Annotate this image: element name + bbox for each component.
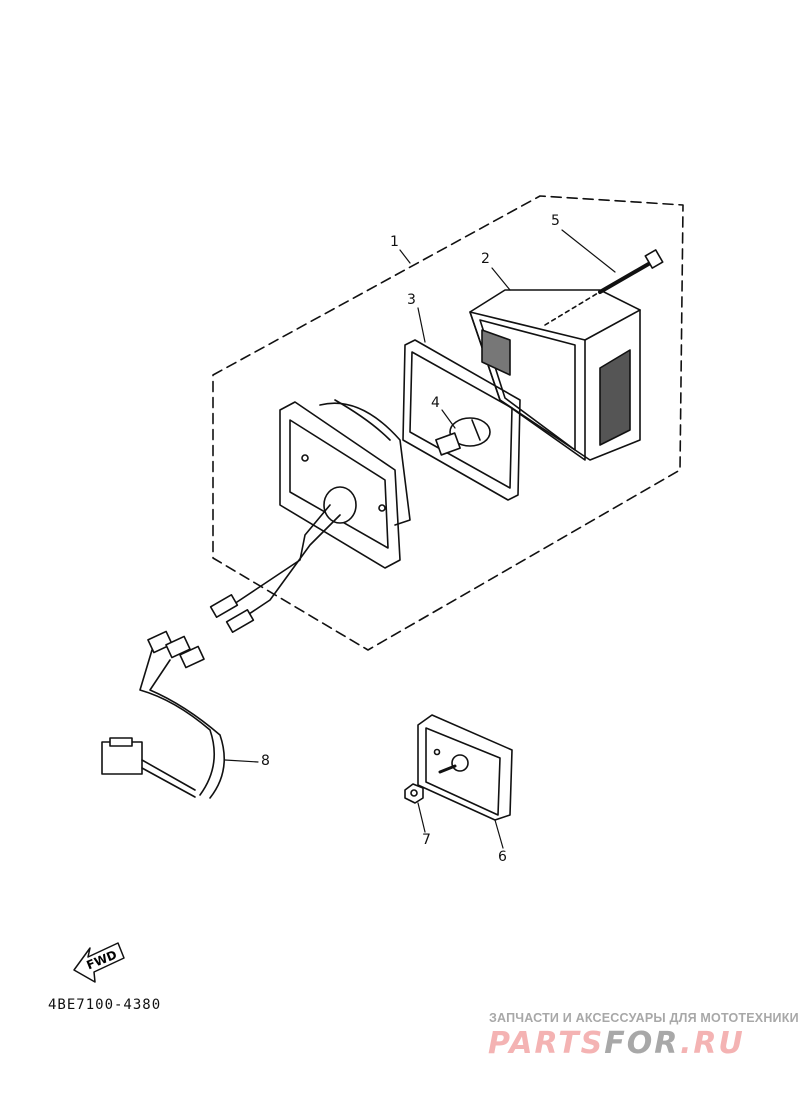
leader-lines [399,229,616,849]
bolt-part-5 [544,249,664,326]
watermark-logo-parts: PARTS [488,1026,605,1061]
callout-4: 4 [431,395,440,411]
callout-5: 5 [551,213,560,229]
callout-6: 6 [498,849,507,865]
nut-part-7 [404,783,424,804]
callout-3: 3 [407,292,416,308]
housing-part-2 [469,289,641,461]
assembly-boundary [212,195,684,651]
part-code: 4BE7100-4380 [48,997,162,1013]
callout-2: 2 [481,251,490,267]
watermark-logo-for: FOR [604,1026,680,1061]
fwd-arrow-icon [73,942,125,983]
harness-part-8 [101,630,259,799]
callout-8: 8 [261,753,270,769]
callout-7: 7 [422,832,431,848]
lamp-base-part-1 [209,399,411,633]
plate-part-6 [417,714,513,821]
watermark-logo-ru: .RU [679,1026,745,1061]
watermark-logo: PARTSFOR.RU [488,1026,745,1061]
bulb-part-4 [435,417,491,456]
gasket-part-3 [402,339,521,501]
callout-1: 1 [390,234,399,250]
watermark-tagline: ЗАПЧАСТИ И АКСЕССУАРЫ ДЛЯ МОТОТЕХНИКИ [489,1011,799,1025]
